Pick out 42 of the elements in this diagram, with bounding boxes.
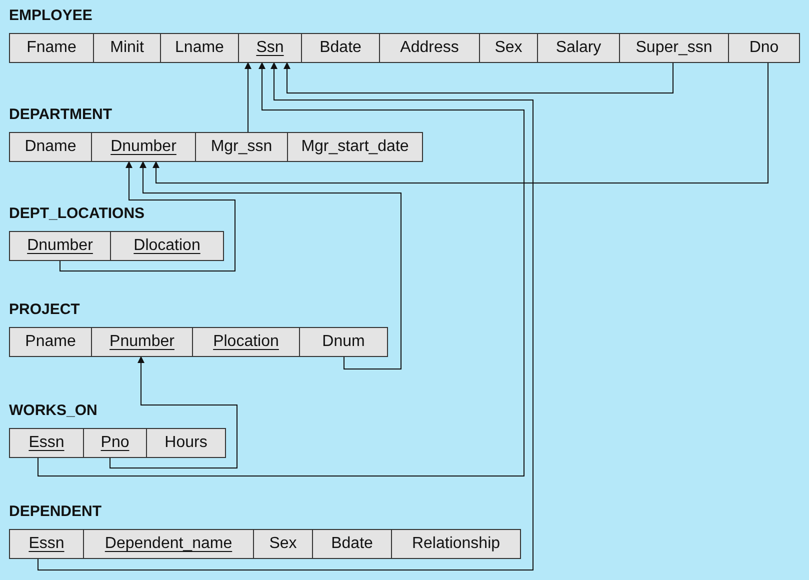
relation-name: WORKS_ON <box>9 401 98 421</box>
attribute: Hours <box>146 429 225 457</box>
attribute: Relationship <box>391 530 520 558</box>
attribute: Mgr_start_date <box>287 133 422 161</box>
attribute: Dno <box>728 34 799 62</box>
foreign-key-arrow <box>60 160 236 272</box>
foreign-key-arrow <box>110 356 238 468</box>
attribute: Fname <box>10 34 93 62</box>
foreign-key-arrow <box>38 62 524 476</box>
attribute: Bdate <box>301 34 379 62</box>
key-attribute: Dnumber <box>91 133 195 161</box>
relation-name: PROJECT <box>9 300 80 320</box>
foreign-key-arrow <box>284 62 674 94</box>
attribute: Pname <box>10 328 91 356</box>
key-attribute: Dependent_name <box>83 530 253 558</box>
foreign-key-arrow <box>140 160 402 370</box>
key-attribute: Dnumber <box>10 232 110 260</box>
attribute: Dname <box>10 133 91 161</box>
relation-name: DEPENDENT <box>9 502 102 522</box>
key-attribute: Pno <box>83 429 146 457</box>
key-attribute: Plocation <box>192 328 299 356</box>
attribute: Mgr_ssn <box>195 133 287 161</box>
key-attribute: Essn <box>10 530 83 558</box>
key-attribute: Dlocation <box>110 232 223 260</box>
foreign-key-arrow <box>244 62 252 132</box>
attribute: Lname <box>160 34 238 62</box>
key-attribute: Ssn <box>238 34 301 62</box>
attribute: Bdate <box>312 530 391 558</box>
attribute: Super_ssn <box>619 34 728 62</box>
relation-name: EMPLOYEE <box>9 6 92 26</box>
attribute: Salary <box>537 34 619 62</box>
foreign-key-arrow <box>152 62 768 184</box>
attribute: Dnum <box>299 328 387 356</box>
key-attribute: Pnumber <box>91 328 192 356</box>
relation-name: DEPT_LOCATIONS <box>9 204 145 224</box>
key-attribute: Essn <box>10 429 83 457</box>
attribute: Sex <box>253 530 312 558</box>
attribute: Minit <box>93 34 160 62</box>
attribute: Address <box>379 34 479 62</box>
attribute: Sex <box>479 34 537 62</box>
relation-name: DEPARTMENT <box>9 105 112 125</box>
foreign-key-arrow <box>38 62 534 570</box>
